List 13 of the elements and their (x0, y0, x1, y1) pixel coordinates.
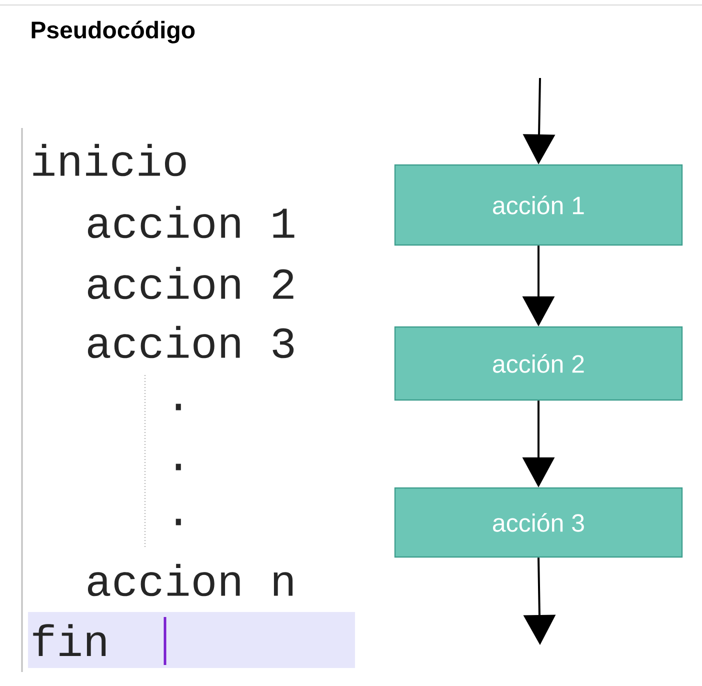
code-line: . (176, 518, 181, 526)
code-line: accion 2 (88, 266, 294, 300)
code-line: accion n (88, 564, 293, 596)
title: Pseudocódigo (32, 20, 195, 44)
process-box: acción 2 (394, 326, 683, 401)
code-line: . (176, 464, 181, 470)
code-line: inicio (33, 144, 186, 176)
process-box: acción 3 (394, 487, 683, 558)
code-line: accion 1 (88, 206, 294, 238)
code-line: fin (33, 624, 106, 656)
process-box: acción 1 (394, 164, 683, 246)
code-line: accion 3 (88, 326, 294, 358)
code-line: . (176, 404, 181, 410)
